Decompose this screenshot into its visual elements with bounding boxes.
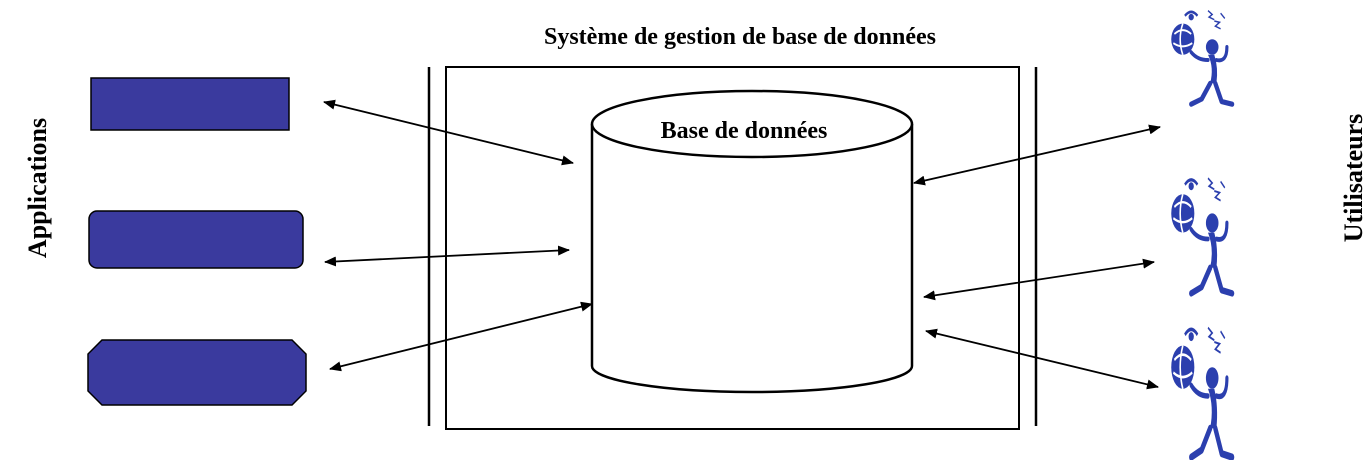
arrow-app3-db <box>329 301 593 372</box>
application-rounded-rectangle <box>88 210 304 269</box>
user-juggler-icon <box>1171 11 1232 105</box>
user-juggler-icon <box>1171 328 1232 458</box>
arrow-app1-db <box>323 99 574 166</box>
arrow-db-user3 <box>925 328 1159 390</box>
users-label: Utilisateurs <box>1339 114 1368 243</box>
arrow-app2-db <box>324 245 570 267</box>
application-rectangle <box>90 77 290 131</box>
user-juggler-icon <box>1171 178 1232 293</box>
applications-label: Applications <box>23 118 52 258</box>
arrow-db-user1 <box>913 124 1161 186</box>
database-cylinder <box>590 89 914 394</box>
database-label: Base de données <box>661 118 828 144</box>
diagram-title: Système de gestion de base de données <box>544 24 936 50</box>
arrow-db-user2 <box>923 258 1155 301</box>
application-octagon <box>87 339 307 406</box>
